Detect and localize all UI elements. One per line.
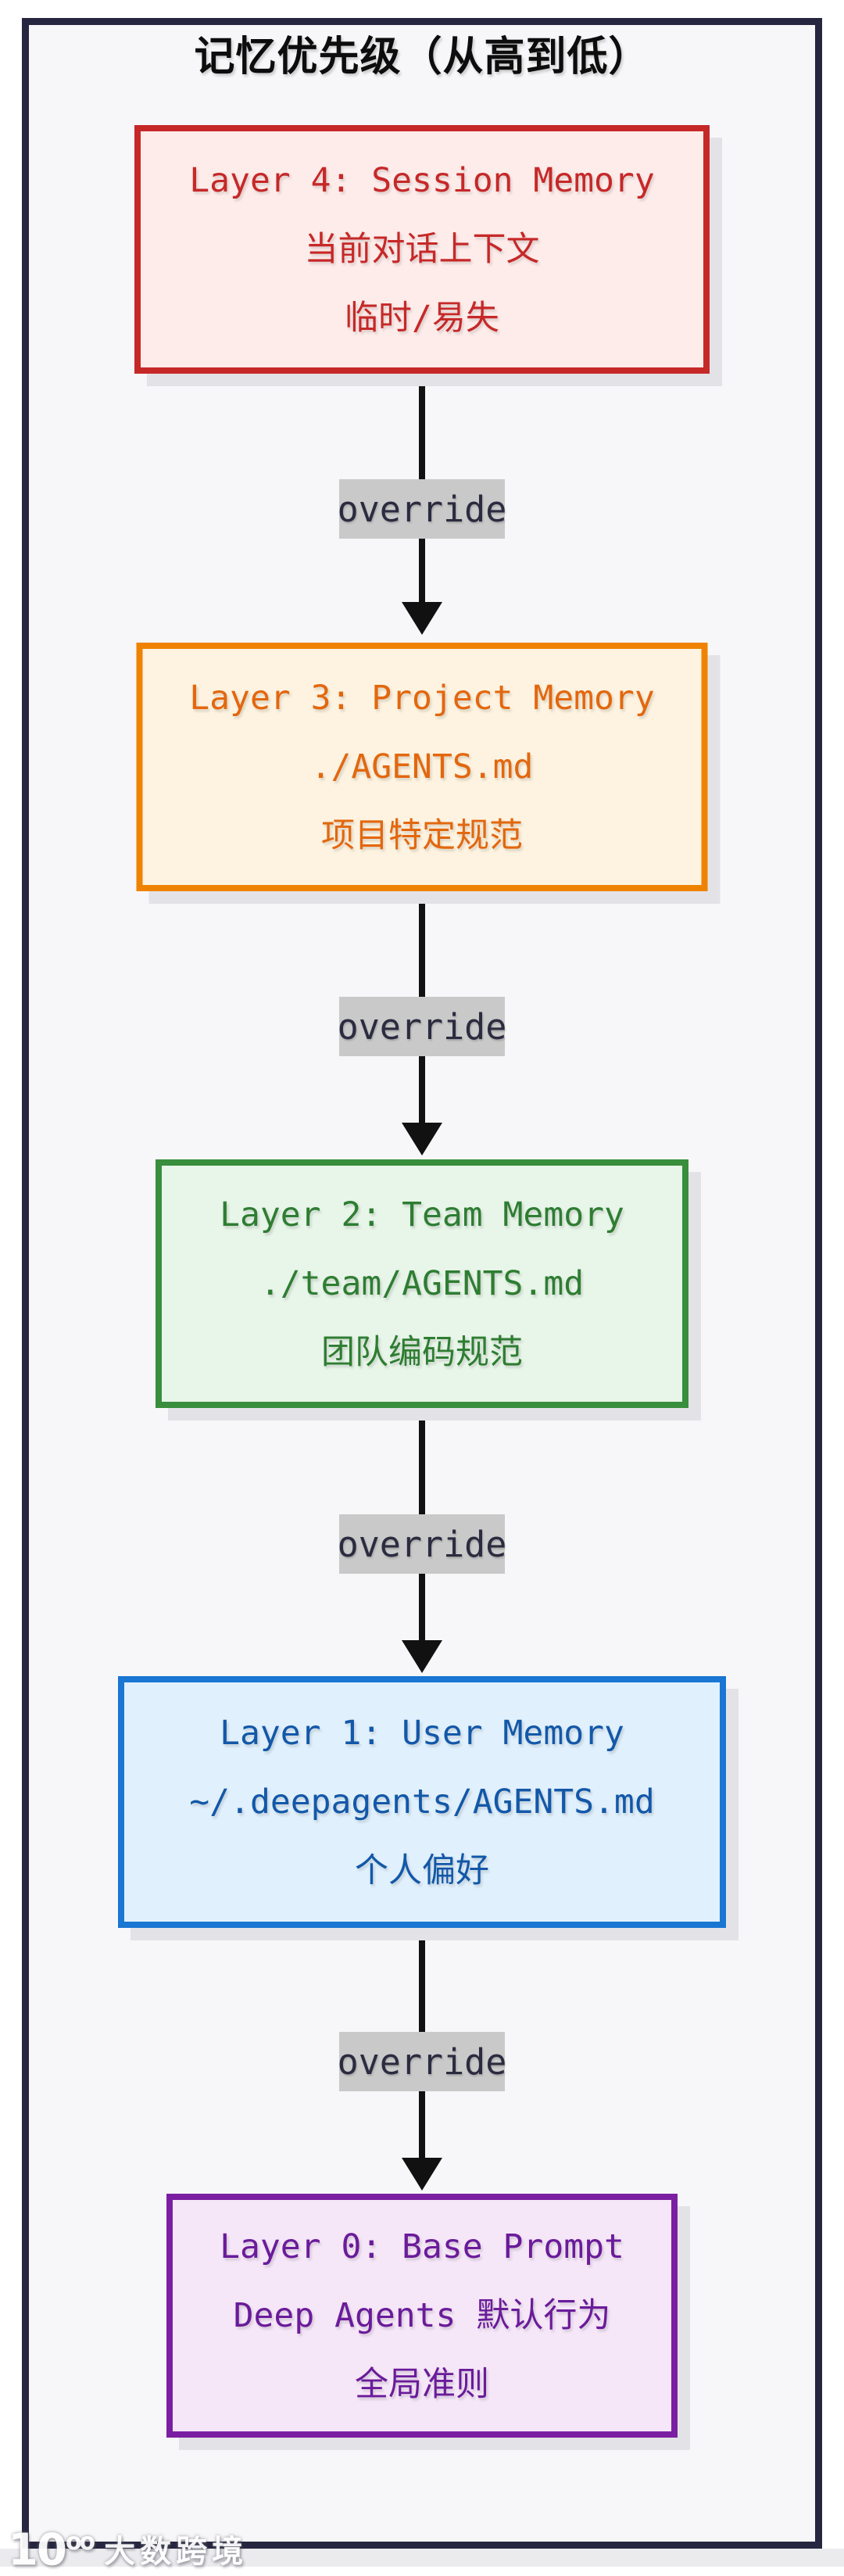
arrow-down-icon	[402, 1640, 442, 1673]
watermark-text: 大数跨境	[104, 2534, 249, 2569]
node-line: 个人偏好	[355, 1851, 489, 1890]
node-title: Layer 0: Base Prompt	[220, 2227, 624, 2266]
node-layer-3-project-memory: Layer 3: Project Memory ./AGENTS.md 项目特定…	[136, 643, 708, 891]
node-layer-1-user-memory: Layer 1: User Memory ~/.deepagents/AGENT…	[118, 1676, 726, 1928]
edge-label-override: override	[338, 1514, 506, 1574]
arrow-down-icon	[402, 602, 442, 635]
node-line: Deep Agents 默认行为	[233, 2296, 611, 2335]
node-title: Layer 4: Session Memory	[189, 161, 655, 200]
watermark: 10oo 大数跨境	[8, 2524, 249, 2576]
10100-logo-icon: 10oo	[8, 2524, 95, 2576]
diagram-title: 记忆优先级（从高到低）	[194, 34, 650, 80]
node-line: ~/.deepagents/AGENTS.md	[189, 1782, 655, 1822]
node-title: Layer 1: User Memory	[220, 1714, 624, 1753]
node-layer-2-team-memory: Layer 2: Team Memory ./team/AGENTS.md 团队…	[156, 1159, 688, 1408]
node-line: ./team/AGENTS.md	[259, 1264, 585, 1303]
edge-label-override: override	[338, 2032, 506, 2091]
node-line: ./AGENTS.md	[310, 747, 534, 786]
node-line: 全局准则	[355, 2365, 489, 2404]
node-title: Layer 3: Project Memory	[189, 679, 655, 718]
edge-label-override: override	[338, 997, 506, 1056]
arrow-down-icon	[402, 2158, 442, 2191]
node-layer-4-session-memory: Layer 4: Session Memory 当前对话上下文 临时/易失	[134, 125, 710, 374]
arrow-down-icon	[402, 1123, 442, 1155]
node-line: 当前对话上下文	[304, 230, 540, 269]
edge-label-override: override	[338, 479, 506, 539]
node-title: Layer 2: Team Memory	[220, 1195, 624, 1234]
node-line: 临时/易失	[345, 299, 499, 338]
node-line: 团队编码规范	[321, 1333, 523, 1372]
bottom-margin-strip	[0, 2549, 844, 2567]
node-line: 项目特定规范	[321, 816, 523, 855]
node-layer-0-base-prompt: Layer 0: Base Prompt Deep Agents 默认行为 全局…	[166, 2194, 678, 2438]
